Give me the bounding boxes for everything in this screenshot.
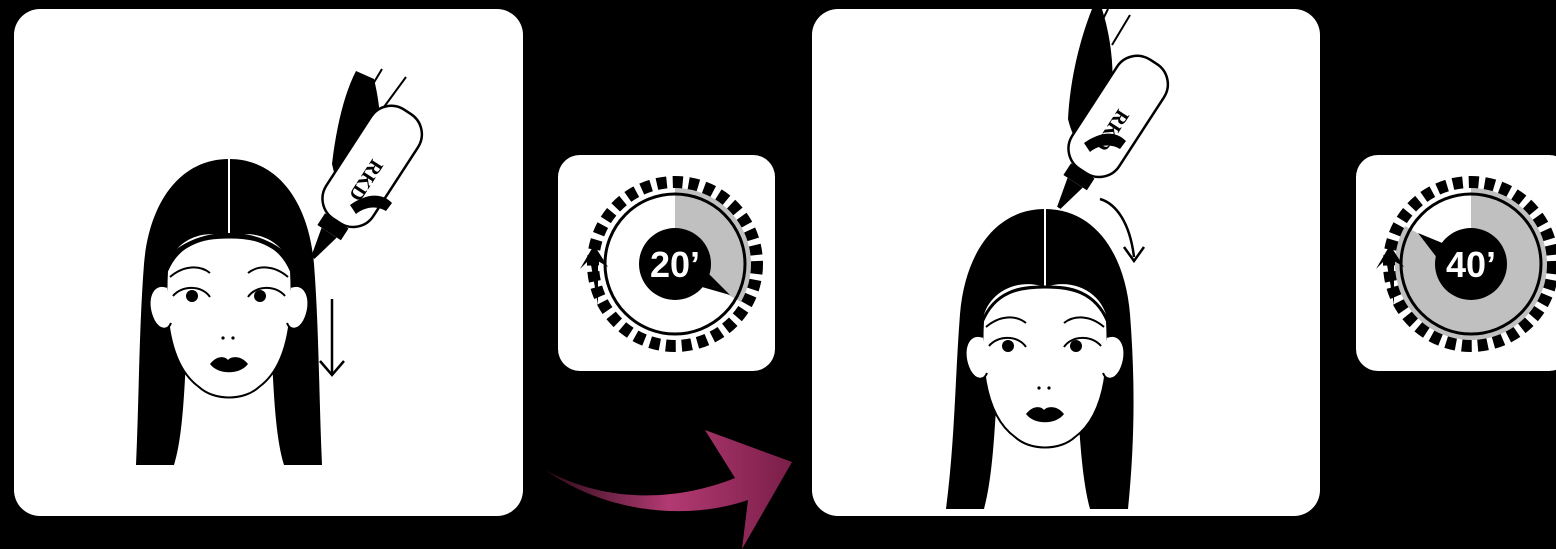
step-1-illustration: RKD [136, 68, 424, 465]
step-2-illustration: RKD [946, 8, 1170, 509]
applicator-bottle-icon: RKD [1057, 8, 1170, 209]
applicator-bottle-icon: RKD [311, 68, 424, 259]
timer-20-label: 20’ [650, 244, 700, 285]
timer-40-label: 40’ [1446, 244, 1496, 285]
hair-icon [136, 159, 322, 465]
timer-20-min: 20’ [558, 155, 775, 371]
stopwatch-icon: 40’ [1376, 176, 1556, 352]
face-icon [148, 233, 310, 399]
timer-40-min: 40’ [1356, 155, 1556, 371]
curved-arrow-icon [1099, 197, 1146, 264]
step-1-panel: RKD [14, 9, 523, 516]
step-2-panel: RKD [812, 8, 1320, 516]
hair-icon [946, 209, 1134, 509]
face-icon [964, 285, 1126, 449]
down-arrow-icon [319, 299, 345, 377]
stopwatch-icon: 20’ [580, 176, 763, 352]
